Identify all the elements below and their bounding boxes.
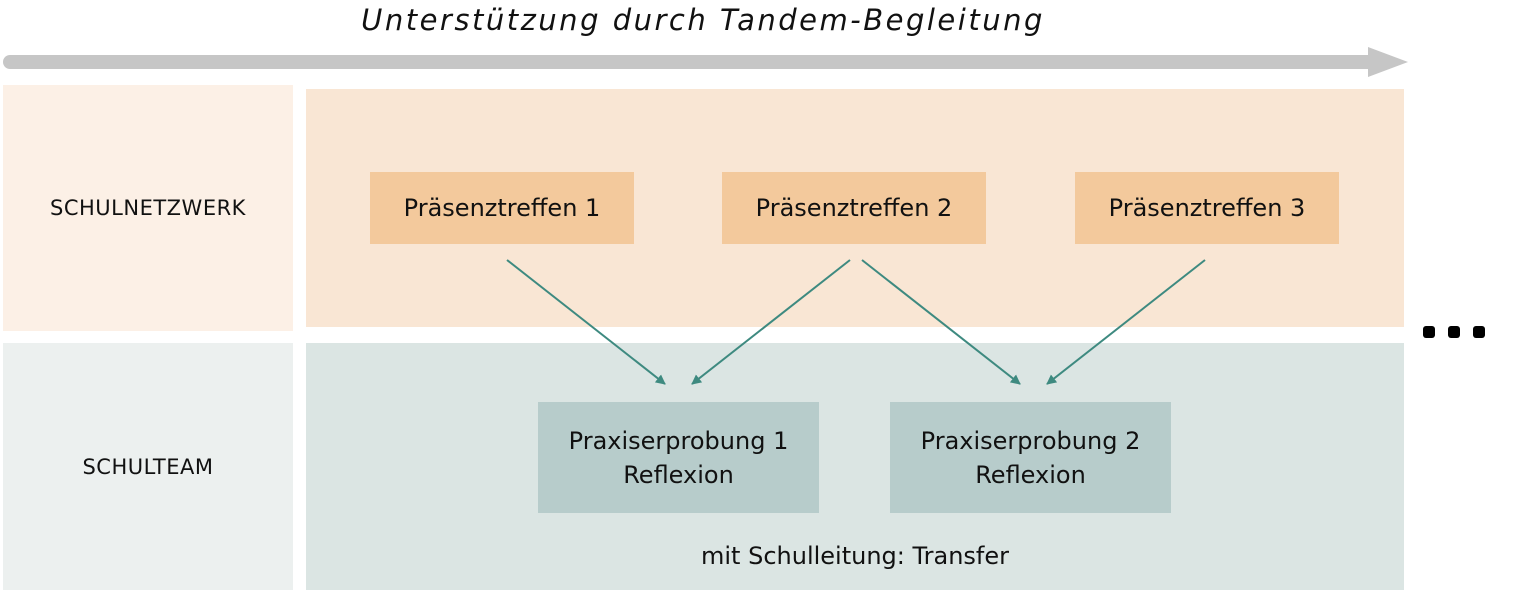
meeting-box-2: Präsenztreffen 2 [722,172,986,244]
practice-title: Praxiserprobung 2 [920,426,1141,455]
practice-box-1: Praxiserprobung 1 Reflexion [538,402,819,513]
ellipsis-dot [1473,326,1485,338]
arrow-meeting2-to-practice2 [861,259,1021,385]
row-label-team: SCHULTEAM [82,454,214,479]
meeting-box-3: Präsenztreffen 3 [1075,172,1339,244]
timeline-title: Unterstützung durch Tandem-Begleitung [361,3,1045,37]
team-lane [306,343,1404,590]
row-label-network: SCHULNETZWERK [50,196,246,220]
meeting-box-1: Präsenztreffen 1 [370,172,634,244]
arrow-meeting1-to-practice1 [506,259,666,385]
timeline-arrow [3,47,1408,77]
ellipsis-dot [1448,326,1460,338]
arrow-meeting3-to-practice2 [1046,259,1206,385]
practice-subtitle: Reflexion [623,460,734,489]
practice-title: Praxiserprobung 1 [568,426,789,455]
ellipsis-dot [1423,326,1435,338]
transfer-label: mit Schulleitung: Transfer [701,542,1009,570]
arrow-meeting2-to-practice1 [691,259,851,385]
team-label-bg [3,343,293,590]
practice-box-2: Praxiserprobung 2 Reflexion [890,402,1171,513]
network-label-bg [3,85,293,331]
practice-subtitle: Reflexion [975,460,1086,489]
